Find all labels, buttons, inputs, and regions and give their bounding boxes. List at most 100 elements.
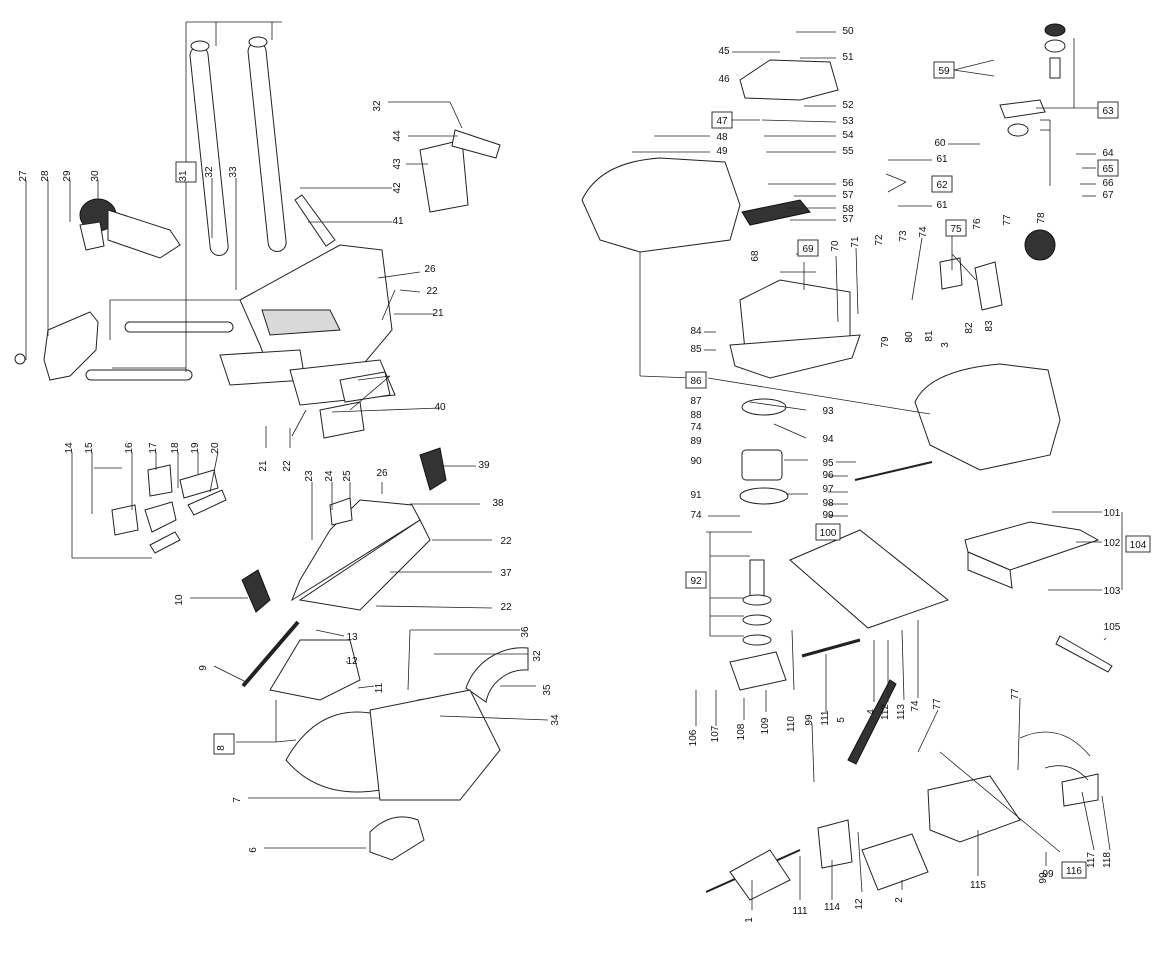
right-label: 77 xyxy=(932,698,943,710)
right-label: 12 xyxy=(854,898,865,910)
right-label: 61 xyxy=(936,200,948,211)
left-label: 22 xyxy=(500,602,512,613)
right-label: 74 xyxy=(910,700,921,712)
left-label: 22 xyxy=(426,286,438,297)
left-label: 30 xyxy=(90,170,101,182)
small-parts-14-20 xyxy=(111,464,227,554)
right-label: 94 xyxy=(822,434,834,445)
right-label: 99 xyxy=(804,714,815,726)
right-label: 67 xyxy=(1102,190,1114,201)
right-label: 53 xyxy=(842,116,854,127)
right-label: 50 xyxy=(842,26,854,37)
left-label: 25 xyxy=(342,470,353,482)
base-plate xyxy=(290,497,431,611)
right-label: 51 xyxy=(842,52,854,63)
guide-rods xyxy=(85,36,287,381)
right-label: 5 xyxy=(836,717,847,723)
left-label: 6 xyxy=(248,847,259,853)
left-label: 26 xyxy=(424,264,436,275)
right-label: 83 xyxy=(984,320,995,332)
right-label: 113 xyxy=(896,704,907,720)
left-label: 41 xyxy=(392,216,404,227)
right-label: 100 xyxy=(820,528,837,539)
part-102-sole xyxy=(964,521,1100,589)
right-label: 111 xyxy=(792,906,808,917)
part-2-stator xyxy=(861,833,929,891)
part-6-cover xyxy=(369,816,425,861)
left-label: 27 xyxy=(18,170,29,182)
right-label: 101 xyxy=(1104,508,1121,519)
left-label: 29 xyxy=(62,170,73,182)
right-label: 115 xyxy=(970,880,986,891)
right-label: 102 xyxy=(1104,538,1121,549)
part-28-bracket xyxy=(43,311,99,381)
left-label: 21 xyxy=(258,460,269,472)
right-label: 104 xyxy=(1130,540,1147,551)
right-label: 84 xyxy=(690,326,702,337)
left-label: 34 xyxy=(550,714,561,726)
right-label: 3 xyxy=(940,342,951,348)
right-label: 71 xyxy=(850,236,861,248)
part-43-44-bracket xyxy=(419,139,469,213)
right-label: 70 xyxy=(830,240,841,252)
right-label: 96 xyxy=(822,470,834,481)
left-label: 26 xyxy=(376,468,388,479)
left-label: 14 xyxy=(64,442,75,454)
left-label: 24 xyxy=(324,470,335,482)
right-label: 48 xyxy=(716,132,728,143)
right-label: 57 xyxy=(842,214,854,225)
right-label: 118 xyxy=(1102,852,1113,868)
right-label: 46 xyxy=(718,74,730,85)
left-label: 38 xyxy=(492,498,504,509)
right-assembly xyxy=(581,23,1113,901)
right-label: 54 xyxy=(842,130,854,141)
left-label: 37 xyxy=(500,568,512,579)
right-label: 57 xyxy=(842,190,854,201)
right-label: 58 xyxy=(842,204,854,215)
right-label: 90 xyxy=(690,456,702,467)
right-label: 116 xyxy=(1066,866,1082,877)
left-label: 40 xyxy=(434,402,446,413)
right-label: 62 xyxy=(936,180,948,191)
right-label: 47 xyxy=(716,116,728,127)
right-label: 81 xyxy=(924,330,935,342)
right-label: 80 xyxy=(904,331,915,343)
left-label: 12 xyxy=(346,656,358,667)
right-label: 76 xyxy=(972,218,983,230)
left-label: 23 xyxy=(304,470,315,482)
right-label: 61 xyxy=(936,154,948,165)
left-label: 39 xyxy=(478,460,490,471)
right-label: 99 xyxy=(1042,869,1054,880)
right-label: 65 xyxy=(1102,164,1114,175)
part-92-spindle xyxy=(742,559,772,646)
right-label: 107 xyxy=(710,725,721,742)
right-label: 75 xyxy=(950,224,962,235)
right-label: 99 xyxy=(822,510,834,521)
left-label: 7 xyxy=(232,797,243,803)
part-1-rotor xyxy=(705,849,801,901)
right-label: 52 xyxy=(842,100,854,111)
right-label: 2 xyxy=(894,897,905,903)
right-label: 82 xyxy=(964,322,975,334)
right-label: 77 xyxy=(1002,214,1013,226)
right-label: 4 xyxy=(866,709,877,715)
right-label: 73 xyxy=(898,230,909,242)
right-label: 97 xyxy=(822,484,834,495)
part-46-cover xyxy=(739,59,839,101)
right-label: 74 xyxy=(690,510,702,521)
right-label: 49 xyxy=(716,146,728,157)
right-label: 64 xyxy=(1102,148,1114,159)
part-7-guard xyxy=(285,689,501,801)
left-label: 9 xyxy=(198,665,209,671)
left-label: 18 xyxy=(170,442,181,454)
right-label: 85 xyxy=(690,344,702,355)
right-label: 69 xyxy=(802,244,814,255)
left-label: 19 xyxy=(190,442,201,454)
part-49-hood xyxy=(581,157,741,253)
right-label: 106 xyxy=(688,729,699,746)
left-label: 33 xyxy=(228,166,239,178)
right-label: 86 xyxy=(690,376,702,387)
right-label: 92 xyxy=(690,576,702,587)
